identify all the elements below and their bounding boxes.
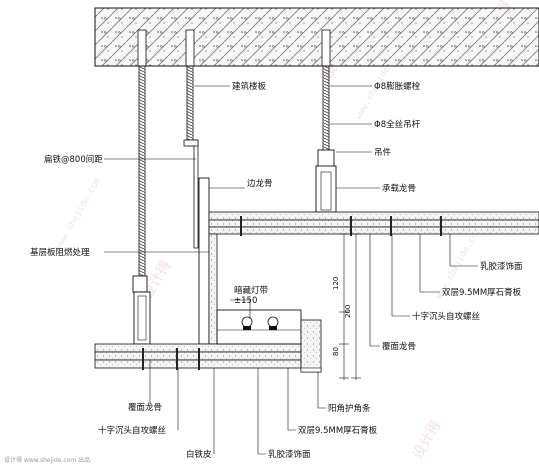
dim-120: 120: [332, 277, 340, 290]
upper-ceiling-boards: [208, 211, 539, 236]
label-latex-paint-right: 乳胶漆饰面: [480, 261, 523, 272]
label-main-keel: 承载龙骨: [382, 183, 416, 194]
threaded-rod-right: [321, 29, 331, 167]
label-cross-screw-left: 十字沉头自攻螺丝: [98, 425, 167, 436]
label-building-slab: 建筑楼板: [232, 81, 267, 92]
building-slab: [94, 7, 539, 67]
footer-text: 设计得 www.shejide.com 出品: [4, 456, 90, 464]
label-base-board: 基层板阻燃处理: [30, 247, 90, 258]
label-double-gypsum-bottom: 双层9.5MM厚石膏板: [298, 425, 378, 436]
label-threaded-rod: Φ8全丝吊杆: [374, 119, 421, 130]
leader-lines: [104, 85, 478, 455]
threaded-rod-left: [137, 29, 147, 277]
label-edge-keel: 边龙骨: [247, 178, 273, 189]
label-flat-iron: 扁铁@800间距: [44, 154, 103, 165]
label-corner-strip: 阳角护角条: [328, 403, 371, 414]
hanger-right: [315, 149, 337, 213]
label-white-iron: 白铁皮: [186, 449, 212, 460]
label-cross-screw-right: 十字沉头自攻螺丝: [412, 311, 481, 322]
bulkhead-board: [208, 233, 218, 345]
dim-80: 80: [332, 347, 340, 356]
label-expansion-bolt: Φ8膨胀螺栓: [374, 81, 421, 92]
label-hidden-light: 暗藏灯带: [234, 285, 269, 296]
flat-iron: [193, 139, 199, 249]
hanger-left: [132, 275, 151, 345]
lower-ceiling-boards: [94, 343, 302, 370]
label-double-gypsum-right: 双层9.5MM厚石膏板: [442, 287, 522, 298]
light-trough: [216, 309, 302, 345]
watermark-url: www.shejide.com: [54, 176, 103, 251]
label-cover-keel-right: 覆面龙骨: [382, 341, 416, 352]
dim-200: 200: [344, 305, 352, 318]
label-cover-keel-left: 覆面龙骨: [128, 402, 162, 413]
svg-text:设计得: 设计得: [409, 417, 445, 462]
label-latex-paint-bottom: 乳胶漆饰面: [268, 449, 311, 460]
trough-upstand: [300, 319, 322, 373]
threaded-rod-mid: [185, 29, 195, 147]
edge-keel: [198, 177, 210, 345]
label-dim-pm150: ±150: [234, 296, 257, 306]
label-hanger: 吊件: [374, 147, 392, 158]
dimension-lines: [339, 233, 361, 380]
